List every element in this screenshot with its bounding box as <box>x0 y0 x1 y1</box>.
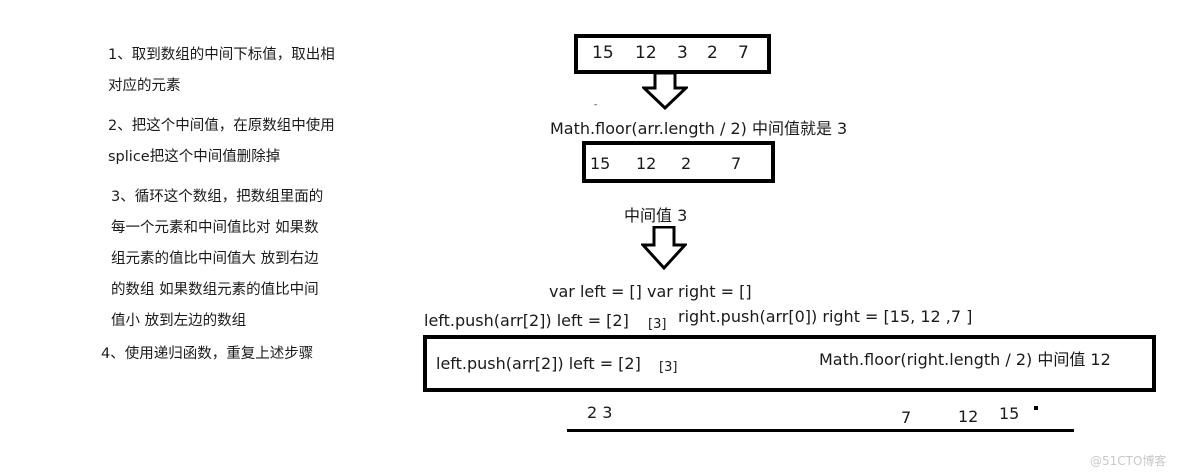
array-box-original: 15 12 3 2 7 <box>574 34 771 74</box>
result-right-item: 7 <box>901 408 912 427</box>
array-item: 2 <box>707 43 718 63</box>
caption-mid: 中间值 3 <box>624 206 688 225</box>
step-3-line-5: 值小 放到左边的数组 <box>111 313 247 329</box>
step-1-line-1: 1、取到数组的中间下标值，取出相 <box>108 47 335 63</box>
step-2-line-1: 2、把这个中间值，在原数组中使用 <box>108 118 335 134</box>
watermark: @51CTO博客 <box>1090 454 1167 468</box>
down-arrow-icon <box>642 72 688 110</box>
result-right-item: 12 <box>958 407 979 426</box>
array-box-spliced: 15 12 2 7 <box>582 141 775 183</box>
box-left-push-text: left.push(arr[2]) left = [2] <box>436 354 641 373</box>
left-bracket-text: [3] <box>648 317 667 332</box>
array-item: 3 <box>677 43 688 63</box>
right-push-text: right.push(arr[0]) right = [15, 12 ,7 ] <box>678 307 973 326</box>
step-1: 1、取到数组的中间下标值，取出相 对应的元素 <box>108 40 335 102</box>
array-item: 15 <box>590 154 611 173</box>
array-item: 2 <box>681 154 692 173</box>
result-right-item: 15 <box>999 404 1020 423</box>
step-3-line-2: 每一个元素和中间值比对 如果数 <box>111 220 319 236</box>
array-item: 7 <box>731 154 742 173</box>
stray-mark: - <box>594 100 598 110</box>
var-declaration: var left = [] var right = [] <box>549 282 752 301</box>
down-arrow-icon <box>641 226 687 270</box>
result-left: 2 3 <box>587 403 613 422</box>
array-item: 12 <box>635 43 657 63</box>
box-left-bracket-text: [3] <box>659 360 678 375</box>
step-3-line-1: 3、循环这个数组，把数组里面的 <box>111 189 324 205</box>
dot-mark <box>1034 406 1038 410</box>
step-2: 2、把这个中间值，在原数组中使用 splice把这个中间值删除掉 <box>108 111 335 173</box>
caption-floor: Math.floor(arr.length / 2) 中间值就是 3 <box>550 119 848 138</box>
step-1-line-2: 对应的元素 <box>108 78 181 94</box>
step-3: 3、循环这个数组，把数组里面的 每一个元素和中间值比对 如果数 组元素的值比中间… <box>111 182 323 337</box>
box-right-floor-text: Math.floor(right.length / 2) 中间值 12 <box>819 350 1111 369</box>
step-4: 4、使用递归函数，重复上述步骤 <box>101 339 313 370</box>
left-push-text: left.push(arr[2]) left = [2] <box>424 311 629 330</box>
array-item: 15 <box>592 43 614 63</box>
baseline-divider <box>567 429 1074 432</box>
step-2-line-2: splice把这个中间值删除掉 <box>108 149 281 165</box>
step-3-line-4: 的数组 如果数组元素的值比中间 <box>111 282 319 298</box>
step-4-line-1: 4、使用递归函数，重复上述步骤 <box>101 346 314 362</box>
array-item: 12 <box>636 154 657 173</box>
array-item: 7 <box>738 43 749 63</box>
recursion-box: left.push(arr[2]) left = [2] [3] Math.fl… <box>423 335 1156 392</box>
step-3-line-3: 组元素的值比中间值大 放到右边 <box>111 251 319 267</box>
